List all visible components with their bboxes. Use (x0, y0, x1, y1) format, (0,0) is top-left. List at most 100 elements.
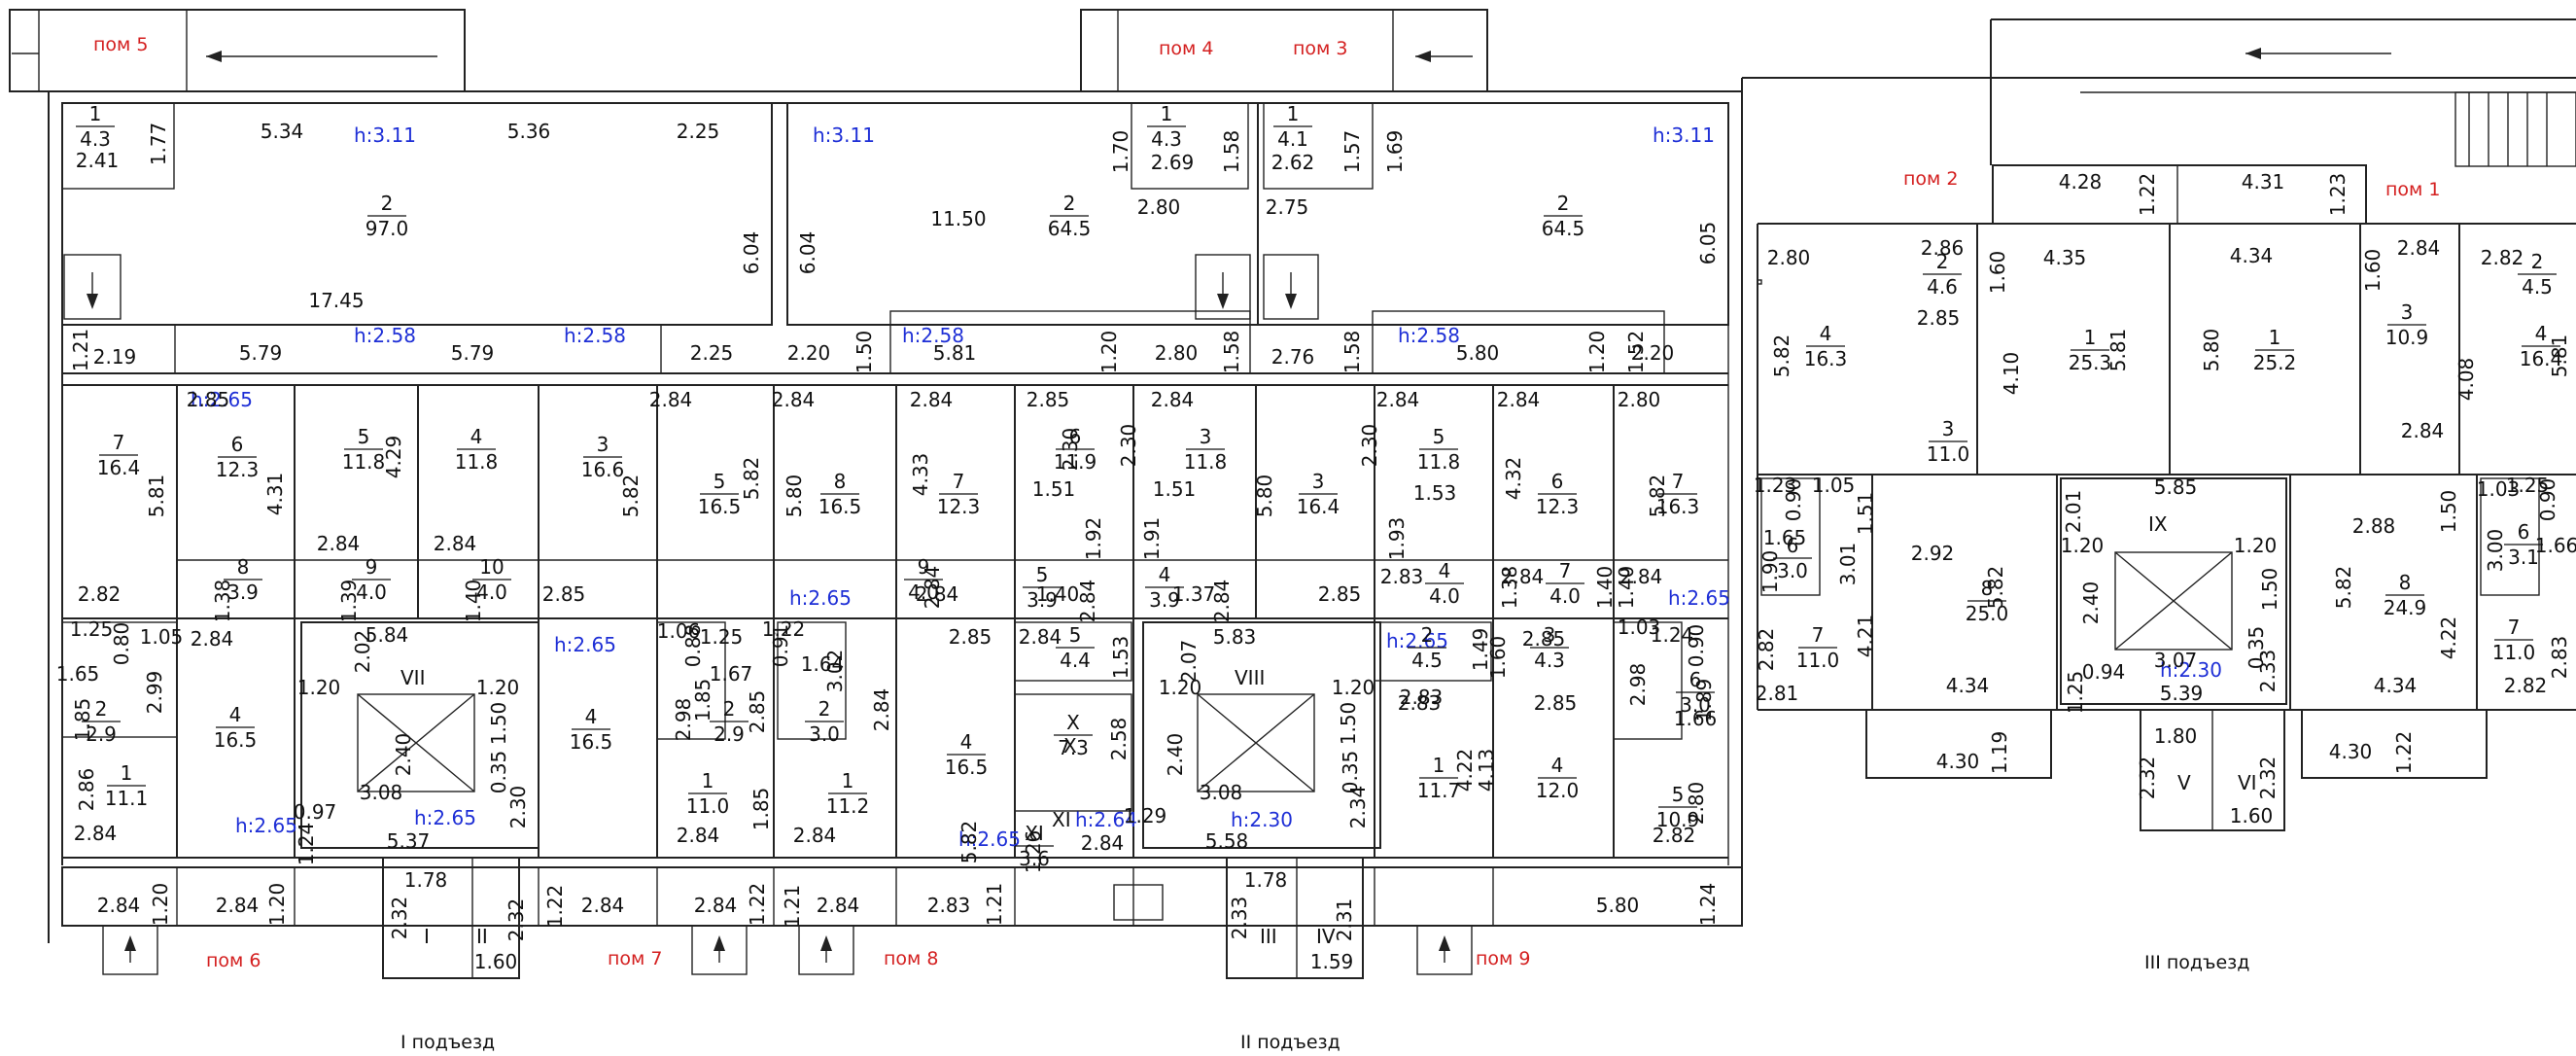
room-number: 4 (1551, 754, 1564, 777)
premise-label: пом 8 (884, 948, 939, 969)
room-area: 11.7 (1417, 779, 1461, 802)
room-number: 2 (1063, 192, 1076, 215)
room-label: 311.8 (1184, 425, 1228, 474)
dimension-label: 2.85 (1318, 582, 1362, 606)
room-number: 1 (2269, 326, 2281, 349)
room-number: 6 (2518, 520, 2530, 544)
dimension-label: 2.25 (690, 341, 734, 365)
dimension-label: 2.33 (2256, 650, 2280, 693)
dimension-label: 2.80 (1685, 782, 1708, 826)
building-iii-walls (1741, 18, 2576, 831)
dimension-label: 2.84 (916, 582, 959, 606)
dimension-label: 2.84 (2397, 236, 2441, 260)
height-label: h:3.11 (1653, 123, 1715, 147)
dimension-label: 2.84 (97, 894, 141, 917)
height-label: h:2.30 (1231, 808, 1293, 831)
room-number: 4 (470, 425, 483, 448)
dimension-label: 4.28 (2059, 170, 2103, 194)
room-area: 12.3 (216, 458, 260, 481)
dimension-label: 1.21 (781, 885, 804, 929)
dimension-label: 0.80 (110, 622, 133, 666)
dimension-label: 2.84 (1210, 580, 1234, 623)
dimension-label: 5.81 (145, 475, 168, 518)
dimension-label: 5.80 (1456, 341, 1500, 365)
dimension-label: 1.50 (2437, 490, 2460, 534)
dimension-label: 1.20 (2061, 534, 2105, 557)
dimension-label: 1.51 (1153, 477, 1197, 501)
dimension-label: 2.86 (1921, 236, 1965, 260)
room-number: 2 (723, 697, 736, 721)
room-label: 711.0 (2492, 616, 2536, 664)
dimension-label: 2.32 (2256, 757, 2280, 800)
dimension-label: 1.53 (1413, 481, 1457, 505)
dimension-label: 1.40 (1593, 566, 1617, 610)
dimension-label: 1.64 (801, 652, 845, 676)
room-number: 4 (960, 730, 973, 754)
dimension-label: 1.40 (462, 580, 485, 623)
room-number: XI (1025, 822, 1044, 845)
dimension-label: 1.66 (2535, 534, 2576, 557)
room-label: 412.0 (1536, 754, 1580, 802)
dimension-label: 2.84 (649, 388, 693, 411)
room-number: 6 (1069, 425, 1082, 448)
dimension-label: 5.82 (1646, 475, 1669, 518)
room-area: 3.9 (1149, 588, 1180, 612)
room-area: 12.3 (937, 495, 981, 518)
room-number: 8 (237, 555, 250, 579)
dimension-label: 1.85 (691, 679, 714, 722)
dimension-label: 1.19 (1988, 731, 2011, 775)
room-number: 7 (1559, 559, 1572, 582)
dimension-label: 4.32 (1502, 457, 1525, 501)
room-label: 416.5 (570, 705, 613, 754)
room-label: XI3.6 (1015, 822, 1054, 870)
height-label: h:2.64 (1075, 808, 1137, 831)
stair-label: X (1063, 734, 1077, 757)
room-label: 111.0 (686, 769, 730, 818)
room-area: 10.9 (2385, 326, 2429, 349)
dimension-label: 5.82 (1770, 334, 1793, 378)
dimension-label: 2.86 (75, 768, 98, 812)
room-area: 11.1 (105, 787, 149, 810)
dimension-label: 4.10 (2000, 352, 2023, 396)
dimension-label: 1.20 (476, 676, 520, 699)
room-number: 1 (1161, 102, 1173, 125)
dimension-label: 4.30 (1936, 750, 1980, 773)
dimension-label: 1.20 (1159, 676, 1202, 699)
dimension-label: 0.35 (2245, 626, 2268, 670)
dimension-label: 1.51 (1032, 477, 1076, 501)
dimension-label: 2.85 (1522, 627, 1566, 651)
dimension-label: 3.08 (1200, 781, 1243, 804)
dimension-label: 1.85 (71, 698, 94, 742)
dimension-label: 0.91 (769, 624, 792, 668)
room-number: 8 (1981, 577, 1994, 600)
room-label: 716.4 (97, 431, 141, 479)
dimension-label: 1.91 (1140, 517, 1164, 561)
room-number: 2 (1936, 250, 1949, 273)
dimension-label: 2.83 (1380, 565, 1424, 588)
dimension-label: 1.22 (2136, 173, 2159, 217)
room-label: 53.9 (1023, 563, 1062, 612)
room-number: 2 (1421, 623, 1434, 647)
dimension-label: 2.85 (542, 582, 586, 606)
dimension-label: 1.20 (1332, 676, 1375, 699)
room-number: 3 (1312, 470, 1325, 493)
dimension-label: 1.22 (746, 883, 769, 927)
room-label: 94.0 (904, 555, 943, 604)
stair-label: III (1260, 925, 1277, 948)
dimension-label: 1.29 (1124, 804, 1167, 827)
height-label: h:2.65 (191, 388, 253, 411)
dimension-label: 3.08 (360, 781, 403, 804)
entrance-label: II подъезд (1240, 1032, 1340, 1053)
room-label: 24.5 (2518, 250, 2557, 299)
dimension-label: 1.89 (1692, 679, 1716, 722)
dimension-label: 2.84 (581, 894, 625, 917)
dimension-label: 1.78 (404, 868, 448, 892)
dimension-label: 2.83 (927, 894, 971, 917)
room-label: 416.4 (2520, 322, 2563, 370)
entrance-labels: I подъезд II подъезд III подъезд (400, 952, 2249, 1053)
dimension-label: 1.39 (337, 580, 361, 623)
dimension-label: 2.25 (677, 120, 720, 143)
dimension-label: 1.69 (1383, 130, 1407, 174)
room-label: 611.9 (1054, 425, 1097, 474)
dimension-label: 1.03 (1618, 616, 1661, 639)
